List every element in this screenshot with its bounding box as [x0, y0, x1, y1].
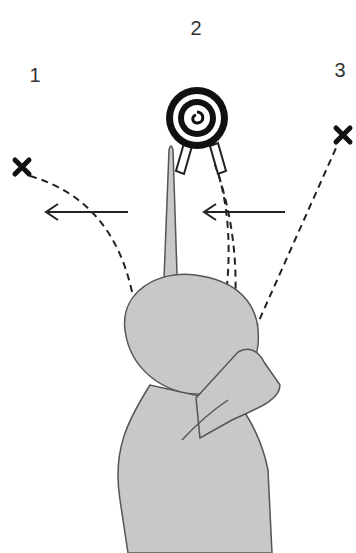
- target-ring: [173, 94, 221, 142]
- callout-number: 1: [29, 65, 40, 85]
- arm-line: [182, 400, 228, 440]
- cross-mark: [336, 128, 350, 142]
- callout-number: 3: [334, 60, 345, 80]
- wind-arrow: [206, 211, 285, 213]
- arrowhead: [46, 204, 58, 220]
- wind-arrow: [48, 211, 128, 213]
- target-ring: [178, 99, 216, 137]
- cross-mark: [15, 160, 29, 174]
- trajectory-left: [30, 176, 132, 292]
- wind-arrows: [46, 204, 285, 220]
- archer-arm: [196, 349, 280, 438]
- archer-figure: [118, 146, 280, 553]
- arrowhead: [204, 204, 216, 220]
- bullseye: [193, 112, 203, 123]
- target-ring: [184, 105, 210, 131]
- trajectory-right: [245, 148, 336, 352]
- target-ring: [166, 87, 228, 149]
- stand-leg: [210, 143, 226, 174]
- callout-number: 2: [190, 18, 201, 38]
- target: [166, 87, 228, 149]
